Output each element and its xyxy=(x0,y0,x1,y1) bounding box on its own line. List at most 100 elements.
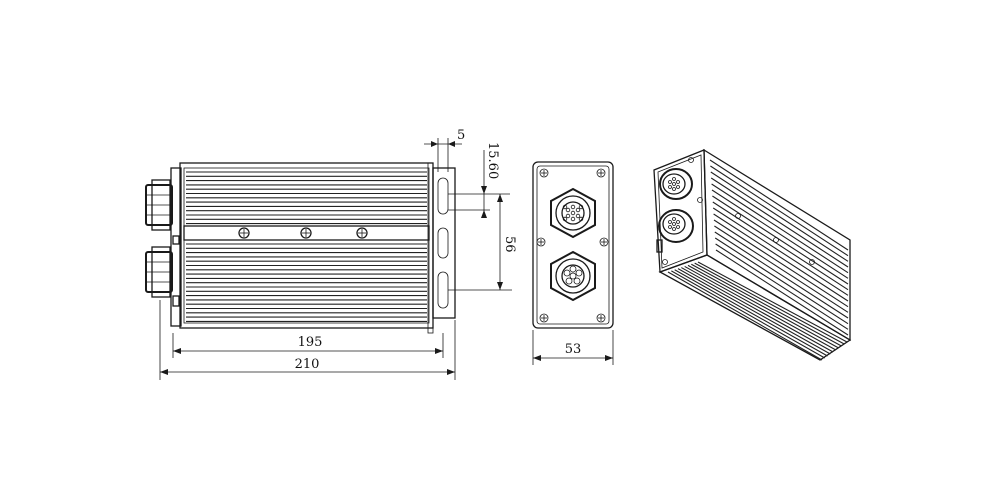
pin-dot xyxy=(672,187,676,191)
mount-slot xyxy=(437,271,449,309)
pin-dot xyxy=(672,177,676,181)
fin-line xyxy=(681,267,834,353)
fin-line xyxy=(712,207,849,296)
screw-icon xyxy=(599,237,609,247)
pin-dot xyxy=(570,210,576,216)
side-connector-bottom xyxy=(145,246,173,298)
pin-dot xyxy=(668,220,672,224)
iso-connector-top xyxy=(659,168,693,200)
pin-dot xyxy=(668,185,672,189)
dim-flange-width: 5 xyxy=(457,128,465,143)
side-flange-base xyxy=(427,162,434,334)
fin-line xyxy=(714,231,849,319)
screw-icon xyxy=(536,237,546,247)
screw-icon xyxy=(697,197,703,203)
iso-fins xyxy=(667,159,849,361)
pin-dot xyxy=(676,220,680,224)
iso-body-bottom xyxy=(658,254,852,361)
fin-line xyxy=(711,189,849,279)
pin-dot xyxy=(565,207,571,213)
fin-line xyxy=(711,183,849,274)
fin-line xyxy=(712,201,849,291)
end-corner-screws xyxy=(536,168,609,323)
isometric-view xyxy=(653,148,852,361)
screw-icon xyxy=(539,313,549,323)
pin-dot xyxy=(672,182,676,186)
iso-small-port xyxy=(656,239,663,253)
screw-icon xyxy=(238,227,250,239)
screw-icon xyxy=(539,168,549,178)
fin-line xyxy=(714,237,849,325)
side-body-inner xyxy=(183,167,430,324)
fin-line xyxy=(713,213,849,302)
screw-icon xyxy=(596,168,606,178)
side-mount-flange xyxy=(432,167,456,319)
pin-dot xyxy=(565,213,571,219)
side-fins xyxy=(186,171,427,322)
pin-dot xyxy=(672,227,676,231)
pin-dot xyxy=(578,216,584,222)
dim-end-width: 53 xyxy=(565,342,582,357)
pin-dot xyxy=(570,216,576,222)
fin-line xyxy=(709,159,849,251)
mount-slot xyxy=(437,177,449,215)
side-body-outline xyxy=(179,162,434,329)
dim-overall-length: 210 xyxy=(295,357,320,372)
pin-dot xyxy=(672,217,676,221)
side-left-endcap xyxy=(170,167,182,327)
side-connector-top xyxy=(145,179,173,231)
fin-line xyxy=(694,262,845,345)
screw-icon xyxy=(300,227,312,239)
fin-line xyxy=(714,225,849,313)
side-view: 195 210 5 15.60 56 xyxy=(145,128,517,380)
screw-icon xyxy=(662,259,668,265)
fin-line xyxy=(697,261,848,343)
screw-icon xyxy=(809,259,815,265)
fin-line xyxy=(687,264,839,349)
pin-dot xyxy=(575,213,581,219)
fin-line xyxy=(710,171,849,262)
pin-dot xyxy=(676,185,680,189)
fin-line xyxy=(710,177,849,268)
pin-dot xyxy=(676,225,680,229)
fin-line xyxy=(710,165,849,257)
fin-line xyxy=(691,263,842,347)
fin-line xyxy=(677,268,831,355)
fin-line xyxy=(684,265,837,351)
fin-line xyxy=(712,195,849,285)
screw-icon xyxy=(596,313,606,323)
screw-icon xyxy=(688,157,694,163)
pin-dot xyxy=(562,204,568,210)
fin-line xyxy=(715,243,849,330)
pin-dot xyxy=(578,204,584,210)
mount-slot xyxy=(437,227,449,259)
fin-line xyxy=(715,249,849,336)
fin-line xyxy=(713,219,849,308)
iso-connector-bottom xyxy=(658,209,694,243)
end-connector-top xyxy=(550,187,596,239)
side-center-rail xyxy=(183,225,430,241)
fin-line xyxy=(667,271,823,361)
pin-dot xyxy=(672,222,676,226)
pin-dot xyxy=(668,180,672,184)
end-connector-bottom xyxy=(550,250,596,302)
end-plate-outline xyxy=(532,161,614,329)
side-rail-screws xyxy=(238,227,368,239)
side-small-port xyxy=(172,295,180,307)
pin-dot xyxy=(668,225,672,229)
pin-dot xyxy=(575,207,581,213)
screw-icon xyxy=(735,213,741,219)
pin-dot xyxy=(570,204,576,210)
screw-icon xyxy=(773,237,779,243)
dim-mount-spacing: 56 xyxy=(502,236,517,253)
dim-body-length: 195 xyxy=(298,335,323,350)
end-view: 53 xyxy=(532,161,614,365)
dim-slot-pitch: 15.60 xyxy=(485,142,500,179)
fin-line xyxy=(671,270,826,359)
fin-line xyxy=(674,269,828,357)
pin-dot xyxy=(676,180,680,184)
pin-dot xyxy=(562,216,568,222)
screw-icon xyxy=(356,227,368,239)
side-small-port xyxy=(172,235,180,245)
